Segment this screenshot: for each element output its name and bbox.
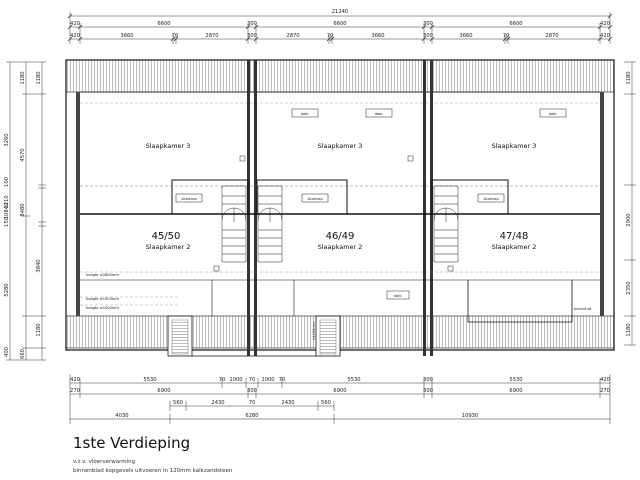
note-gable-walls: binnenblad kopgevels uitvoeren in 120mm … xyxy=(73,468,233,474)
room-label-slaapkamer3-a: Slaapkamer 3 xyxy=(146,142,191,150)
label-knieschot: knieschot xyxy=(574,307,592,311)
dim-left-a5: 5280 xyxy=(4,283,10,296)
bottom-dimensions xyxy=(69,374,611,424)
dim-right-3: 1180 xyxy=(626,323,632,336)
dim-top-row2-4: 300 xyxy=(423,21,433,27)
dim-bottom-r1-0: 420 xyxy=(70,377,80,383)
dim-top-row3-9: 3660 xyxy=(459,33,472,39)
dim-top-total: 21240 xyxy=(332,9,349,15)
dim-left-total: 10840 xyxy=(4,203,10,220)
dim-bottom-r1-8: 300 xyxy=(423,377,433,383)
top-dimension-ticks xyxy=(67,13,613,42)
dim-top-row3-3: 2870 xyxy=(205,33,218,39)
dim-bottom-r1-4: 70 xyxy=(249,377,256,383)
dim-left-a0: 1180 xyxy=(36,71,42,84)
room-label-slaapkamer2-b: Slaapkamer 2 xyxy=(318,243,363,251)
label-hoogte-1500: hoogte ≥1500mm xyxy=(86,297,119,301)
dim-top-row2-5: 6600 xyxy=(509,21,522,27)
dim-bottom-r1-2: 70 xyxy=(219,377,226,383)
dim-bottom-r4-2: 10930 xyxy=(462,413,479,419)
unit-label-45-50: 45/50 xyxy=(152,231,181,242)
dim-left-b4: 660 xyxy=(20,349,26,359)
dim-right-0: 1180 xyxy=(626,71,632,84)
dim-top-row3-11: 2870 xyxy=(545,33,558,39)
dim-bottom-r2-4: 300 xyxy=(423,388,433,394)
dim-top-row3-8: 300 xyxy=(423,33,433,39)
dim-top-row2-6: 420 xyxy=(600,21,610,27)
dim-bottom-r1-6: 70 xyxy=(279,377,286,383)
room-label-slaapkamer2-c: Slaapkamer 2 xyxy=(492,243,537,251)
dim-bottom-r3-1: 2430 xyxy=(211,400,224,406)
unit-label-47-48: 47/48 xyxy=(500,231,529,242)
dim-top-row3-10: 70 xyxy=(503,33,510,39)
label-dakr-1: dakr. xyxy=(301,112,310,116)
dim-left-b2: 8480 xyxy=(20,203,26,216)
right-dimensions xyxy=(624,61,636,346)
dim-bottom-r4-1: 6280 xyxy=(245,413,258,419)
stair-47-48 xyxy=(433,185,459,263)
dim-bottom-r3-3: 2430 xyxy=(281,400,294,406)
page-title: 1ste Verdieping xyxy=(73,434,191,452)
unit-label-46-49: 46/49 xyxy=(326,231,355,242)
dim-top-row3-4: 300 xyxy=(247,33,257,39)
label-vlizotrap-1: vlizotrap xyxy=(181,197,197,201)
label-vlizotrap-2: vlizotrap xyxy=(307,197,323,201)
dim-left-a4: 150 xyxy=(4,217,10,227)
dim-left-a3: 1210 xyxy=(4,195,10,208)
dim-left-a6: 1180 xyxy=(36,323,42,336)
dim-bottom-r1-7: 5530 xyxy=(347,377,360,383)
dim-left-a7: 400 xyxy=(4,347,10,357)
label-h1200: h1200mm xyxy=(312,321,316,340)
dim-top-row3-1: 3660 xyxy=(120,33,133,39)
room-label-slaapkamer3-c: Slaapkamer 3 xyxy=(492,142,537,150)
dim-bottom-r2-2: 300 xyxy=(247,388,257,394)
label-hoogte-1000: hoogte ≥1000mm xyxy=(86,306,119,310)
stair-45-50 xyxy=(221,185,247,263)
dim-top-row3-5: 2870 xyxy=(286,33,299,39)
dim-top-row2-1: 6600 xyxy=(157,21,170,27)
dim-left-b0: 1180 xyxy=(20,71,26,84)
top-dimensions xyxy=(69,12,611,44)
dim-bottom-r3-2: 70 xyxy=(249,400,256,406)
dim-bottom-r2-5: 6900 xyxy=(509,388,522,394)
dim-left-b1: 4570 xyxy=(20,148,26,161)
dim-top-row3-7: 3660 xyxy=(371,33,384,39)
dim-top-row3-6: 70 xyxy=(327,33,334,39)
stair-46-49 xyxy=(257,185,283,263)
dim-top-row3-2: 70 xyxy=(172,33,179,39)
left-dimensions xyxy=(6,61,46,361)
dim-left-a2: 100 xyxy=(4,177,10,187)
dim-top-row2-0: 420 xyxy=(70,21,80,27)
label-hoogte-2600: hoogte ≥2600mm xyxy=(86,273,119,277)
dim-right-1: 2900 xyxy=(626,213,632,226)
dim-bottom-r1-3: 1000 xyxy=(229,377,242,383)
dim-left-a1: 3260 xyxy=(4,133,10,146)
dim-left-b3: 3840 xyxy=(36,259,42,272)
dim-bottom-r2-0: 270 xyxy=(70,388,80,394)
dim-top-row3-0: 420 xyxy=(70,33,80,39)
dim-bottom-r1-5: 1000 xyxy=(261,377,274,383)
label-dakr-2: dakr. xyxy=(375,112,384,116)
dim-right-2: 2350 xyxy=(626,281,632,294)
dim-bottom-r1-9: 5530 xyxy=(509,377,522,383)
dim-bottom-r1-1: 5530 xyxy=(143,377,156,383)
room-label-slaapkamer2-a: Slaapkamer 2 xyxy=(146,243,191,251)
dim-bottom-r2-1: 6900 xyxy=(157,388,170,394)
dim-bottom-r1-10: 420 xyxy=(600,377,610,383)
dim-bottom-r3-0: 560 xyxy=(173,400,183,406)
note-floor-heating: v.z.v. vloerverwarming xyxy=(73,459,136,465)
room-label-slaapkamer3-b: Slaapkamer 3 xyxy=(318,142,363,150)
dim-bottom-r2-6: 270 xyxy=(600,388,610,394)
dim-top-row2-2: 300 xyxy=(247,21,257,27)
dim-bottom-r2-3: 6900 xyxy=(333,388,346,394)
label-vlizotrap-3: vlizotrap xyxy=(483,197,499,201)
label-dakr-3: dakr. xyxy=(549,112,558,116)
dim-top-row3-12: 420 xyxy=(600,33,610,39)
dim-bottom-r4-0: 4030 xyxy=(115,413,128,419)
building xyxy=(65,59,615,357)
dim-bottom-r3-4: 560 xyxy=(321,400,331,406)
dim-top-row2-3: 6600 xyxy=(333,21,346,27)
label-dakr-4: dakr. xyxy=(394,294,403,298)
